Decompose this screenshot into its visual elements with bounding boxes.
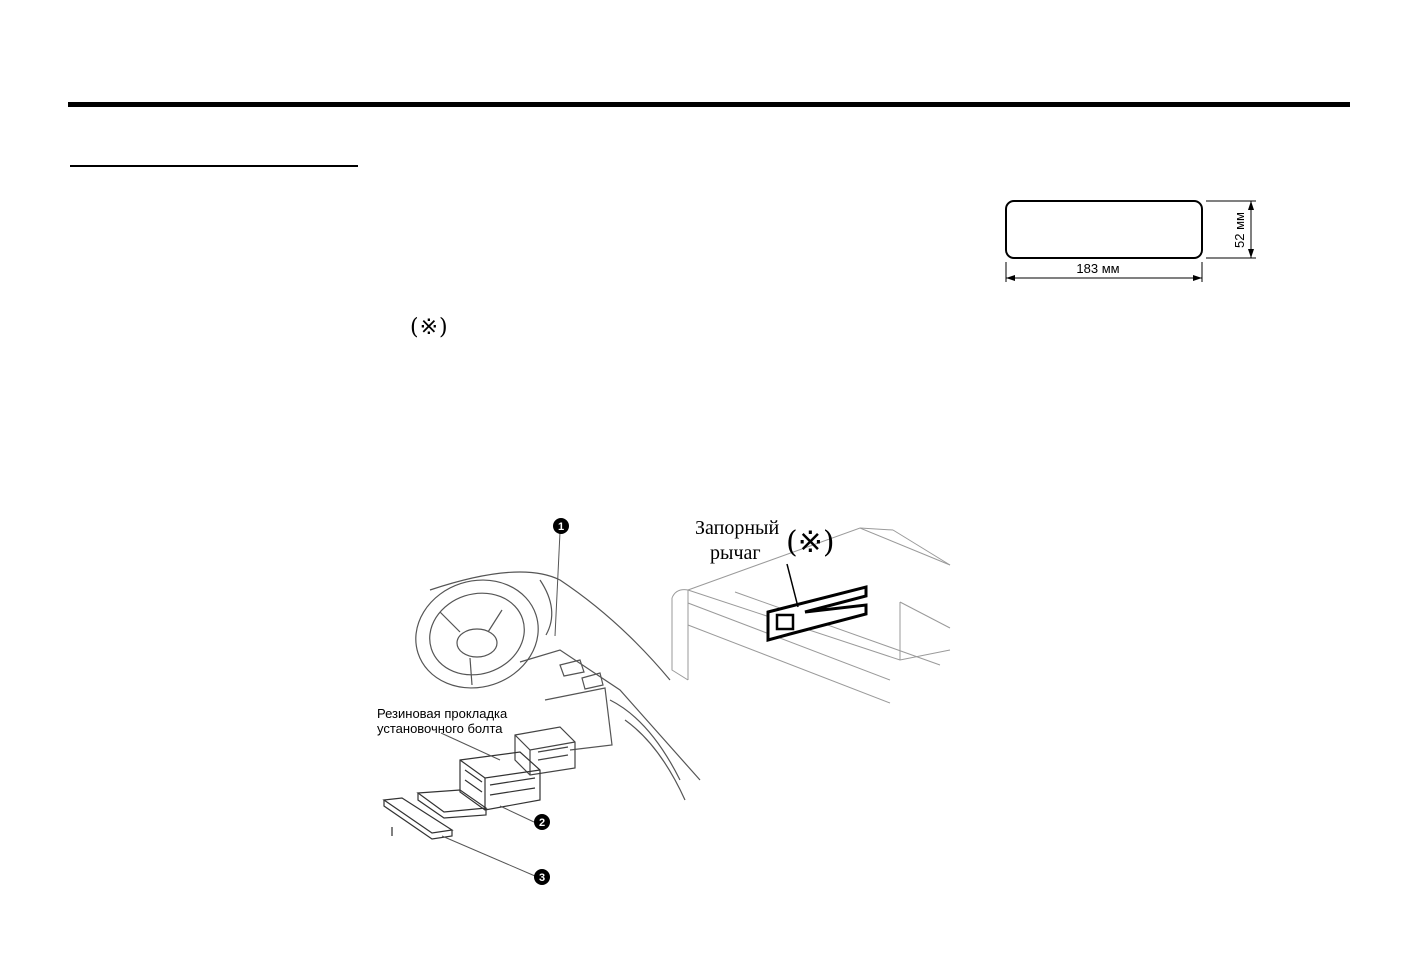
callout-leaders <box>440 531 561 877</box>
svg-text:1: 1 <box>558 521 564 533</box>
cutout-dimension-diagram: 183 мм 52 мм <box>1005 200 1256 282</box>
lever-label-line2: рычаг <box>710 542 761 564</box>
lock-lever-icon <box>766 563 868 642</box>
lever-label-line1: Запорный <box>695 517 779 539</box>
height-label: 52 мм <box>1232 212 1247 248</box>
callout-1: 1 <box>553 518 569 534</box>
width-label: 183 мм <box>1076 261 1119 276</box>
gasket-label-line2: установочного болта <box>377 721 503 736</box>
lever-mark: (※) <box>786 525 835 560</box>
callout-3: 3 <box>534 869 550 885</box>
svg-text:3: 3 <box>539 872 545 884</box>
callout-2: 2 <box>534 814 550 830</box>
svg-text:2: 2 <box>539 817 545 829</box>
gasket-label-line1: Резиновая прокладка <box>377 706 508 721</box>
dashboard-illustration <box>415 571 701 801</box>
section-title-underline <box>70 165 358 167</box>
header-rule <box>68 102 1350 107</box>
cutout-rectangle <box>1005 200 1203 259</box>
lever-diagram <box>671 527 951 704</box>
mounting-sleeve <box>514 726 576 776</box>
front-panel <box>382 789 488 840</box>
reference-mark-symbol: (※) <box>410 315 449 340</box>
radio-unit <box>459 751 541 811</box>
